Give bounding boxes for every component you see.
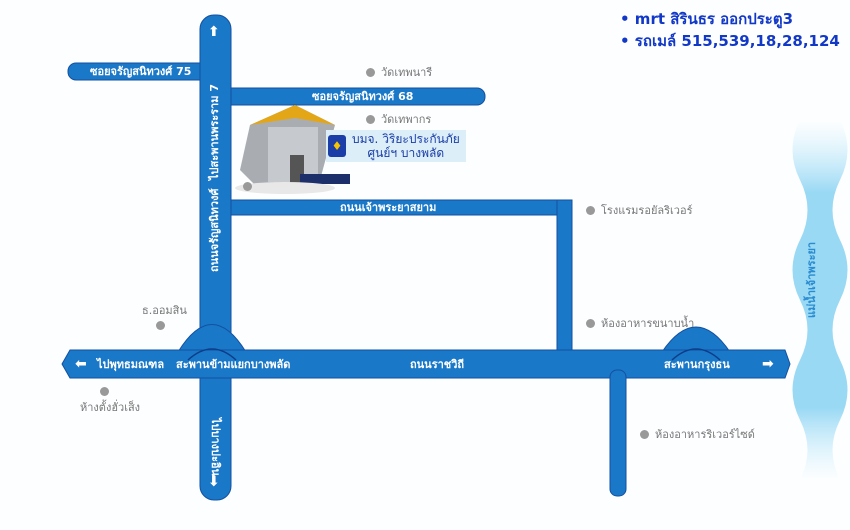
arrow-up-icon: ⬆: [208, 24, 220, 40]
poi-aomsin: [156, 321, 165, 330]
road-charan-sanitwong: [199, 14, 232, 501]
office-building-icon: [235, 105, 350, 194]
road-label-to-rama7: ไปสะพานพระราม 7: [208, 84, 221, 180]
arrow-down-icon: ⬇: [208, 474, 220, 490]
bridge-bangphlat-hump: [177, 324, 247, 353]
poi-dot-icon: [586, 206, 595, 215]
road-label-soi-75: ซอยจรัญสนิทวงศ์ 75: [90, 65, 192, 78]
road-label-soi-68: ซอยจรัญสนิทวงศ์ 68: [312, 90, 414, 103]
poi-dot-icon: [366, 115, 375, 124]
road-label-bangphlat-bridge: สะพานข้ามแยกบางพลัด: [176, 358, 291, 371]
poi-dot-icon: [640, 430, 649, 439]
viriyah-logo-icon: ♦: [328, 135, 346, 157]
road-label-charan: ถนนจรัญสนิทวงศ์: [208, 188, 221, 272]
poi-dot-icon: [366, 68, 375, 77]
poi-khanap-nam: ห้องอาหารขนาบน้ำ: [586, 318, 694, 329]
poi-dot-icon: [243, 182, 252, 191]
river-label: แม่น้ำเจ้าพระยา: [805, 241, 818, 318]
road-south-connector: [609, 369, 627, 497]
poi-wat-thepnari: วัดเทพนารี: [366, 67, 432, 78]
river: [792, 120, 848, 480]
poi-tang-hua-seng-marker: [100, 387, 109, 396]
branch-name: ศูนย์ฯ บางพลัด: [367, 146, 445, 160]
poi-riverside: ห้องอาหารริเวอร์ไซด์: [640, 429, 755, 440]
poi-dot-icon: [156, 321, 165, 330]
road-ratchawithi: [61, 349, 791, 379]
poi-aomsin-label: ธ.ออมสิน: [142, 304, 187, 317]
poi-office-marker: [243, 182, 252, 191]
poi-dot-icon: [586, 319, 595, 328]
road-label-to-bangpa-in: ไปบางปะอิน: [209, 418, 222, 477]
company-name: บมจ. วิริยะประกันภัย: [352, 132, 460, 146]
road-label-chaophraya-sayan: ถนนเจ้าพระยาสยาม: [340, 201, 437, 214]
arrow-right-icon: ➡: [762, 356, 774, 372]
road-east-connector: [556, 199, 573, 356]
arrow-left-icon: ⬅: [75, 356, 87, 372]
road-label-krungthon-bridge: สะพานกรุงธน: [664, 358, 730, 371]
poi-wat-thepakorn: วัดเทพากร: [366, 114, 431, 125]
mrt-info: • mrt สิรินธร ออกประตู3: [620, 10, 794, 28]
bridge-krungthon-hump: [661, 326, 731, 353]
bus-info: • รถเมล์ 515,539,18,28,124: [620, 32, 840, 50]
road-label-to-phutthamonthon: ไปพุทธมณฑล: [97, 358, 165, 371]
poi-royal-river: โรงแรมรอยัลริเวอร์: [586, 205, 693, 216]
poi-tang-hua-seng: ห้างตั้งฮั่วเส็ง: [80, 401, 141, 414]
company-label: ♦ บมจ. วิริยะประกันภัย ศูนย์ฯ บางพลัด: [326, 130, 466, 162]
road-label-ratchawithi: ถนนราชวิถี: [410, 358, 465, 371]
poi-dot-icon: [100, 387, 109, 396]
transport-info: • mrt สิรินธร ออกประตู3 • รถเมล์ 515,539…: [620, 8, 840, 52]
